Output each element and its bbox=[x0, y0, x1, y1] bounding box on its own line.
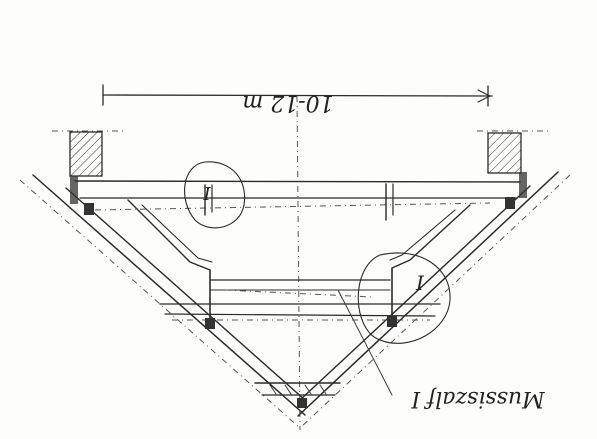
dimension-label: 10-12 m bbox=[242, 90, 333, 115]
joint-node-apex bbox=[297, 398, 307, 408]
outer-rafter-right bbox=[297, 171, 571, 429]
dimension-line bbox=[102, 84, 493, 107]
top-chord bbox=[74, 180, 521, 211]
annotation-leader bbox=[337, 289, 393, 396]
detail-mark-right: I bbox=[415, 271, 425, 295]
detail-circle-right bbox=[357, 252, 451, 344]
joint-node-lower-left bbox=[205, 318, 215, 329]
joint-node-left bbox=[84, 203, 94, 215]
detail-mark-left: I bbox=[202, 184, 211, 205]
joint-node-right bbox=[505, 197, 515, 209]
joint-node-lower-right bbox=[387, 316, 397, 327]
center-axis bbox=[296, 95, 301, 431]
lower-tie-beam bbox=[159, 303, 441, 321]
vertical-posts bbox=[204, 183, 394, 326]
wall-support-left bbox=[52, 130, 125, 177]
outer-rafter-left bbox=[19, 174, 306, 429]
annotation-text: Mussiszalf I bbox=[410, 386, 545, 411]
wall-support-right bbox=[477, 130, 548, 174]
joint-nodes bbox=[70, 172, 527, 408]
apex-beam bbox=[254, 382, 341, 396]
detail-circle-left bbox=[184, 161, 246, 229]
